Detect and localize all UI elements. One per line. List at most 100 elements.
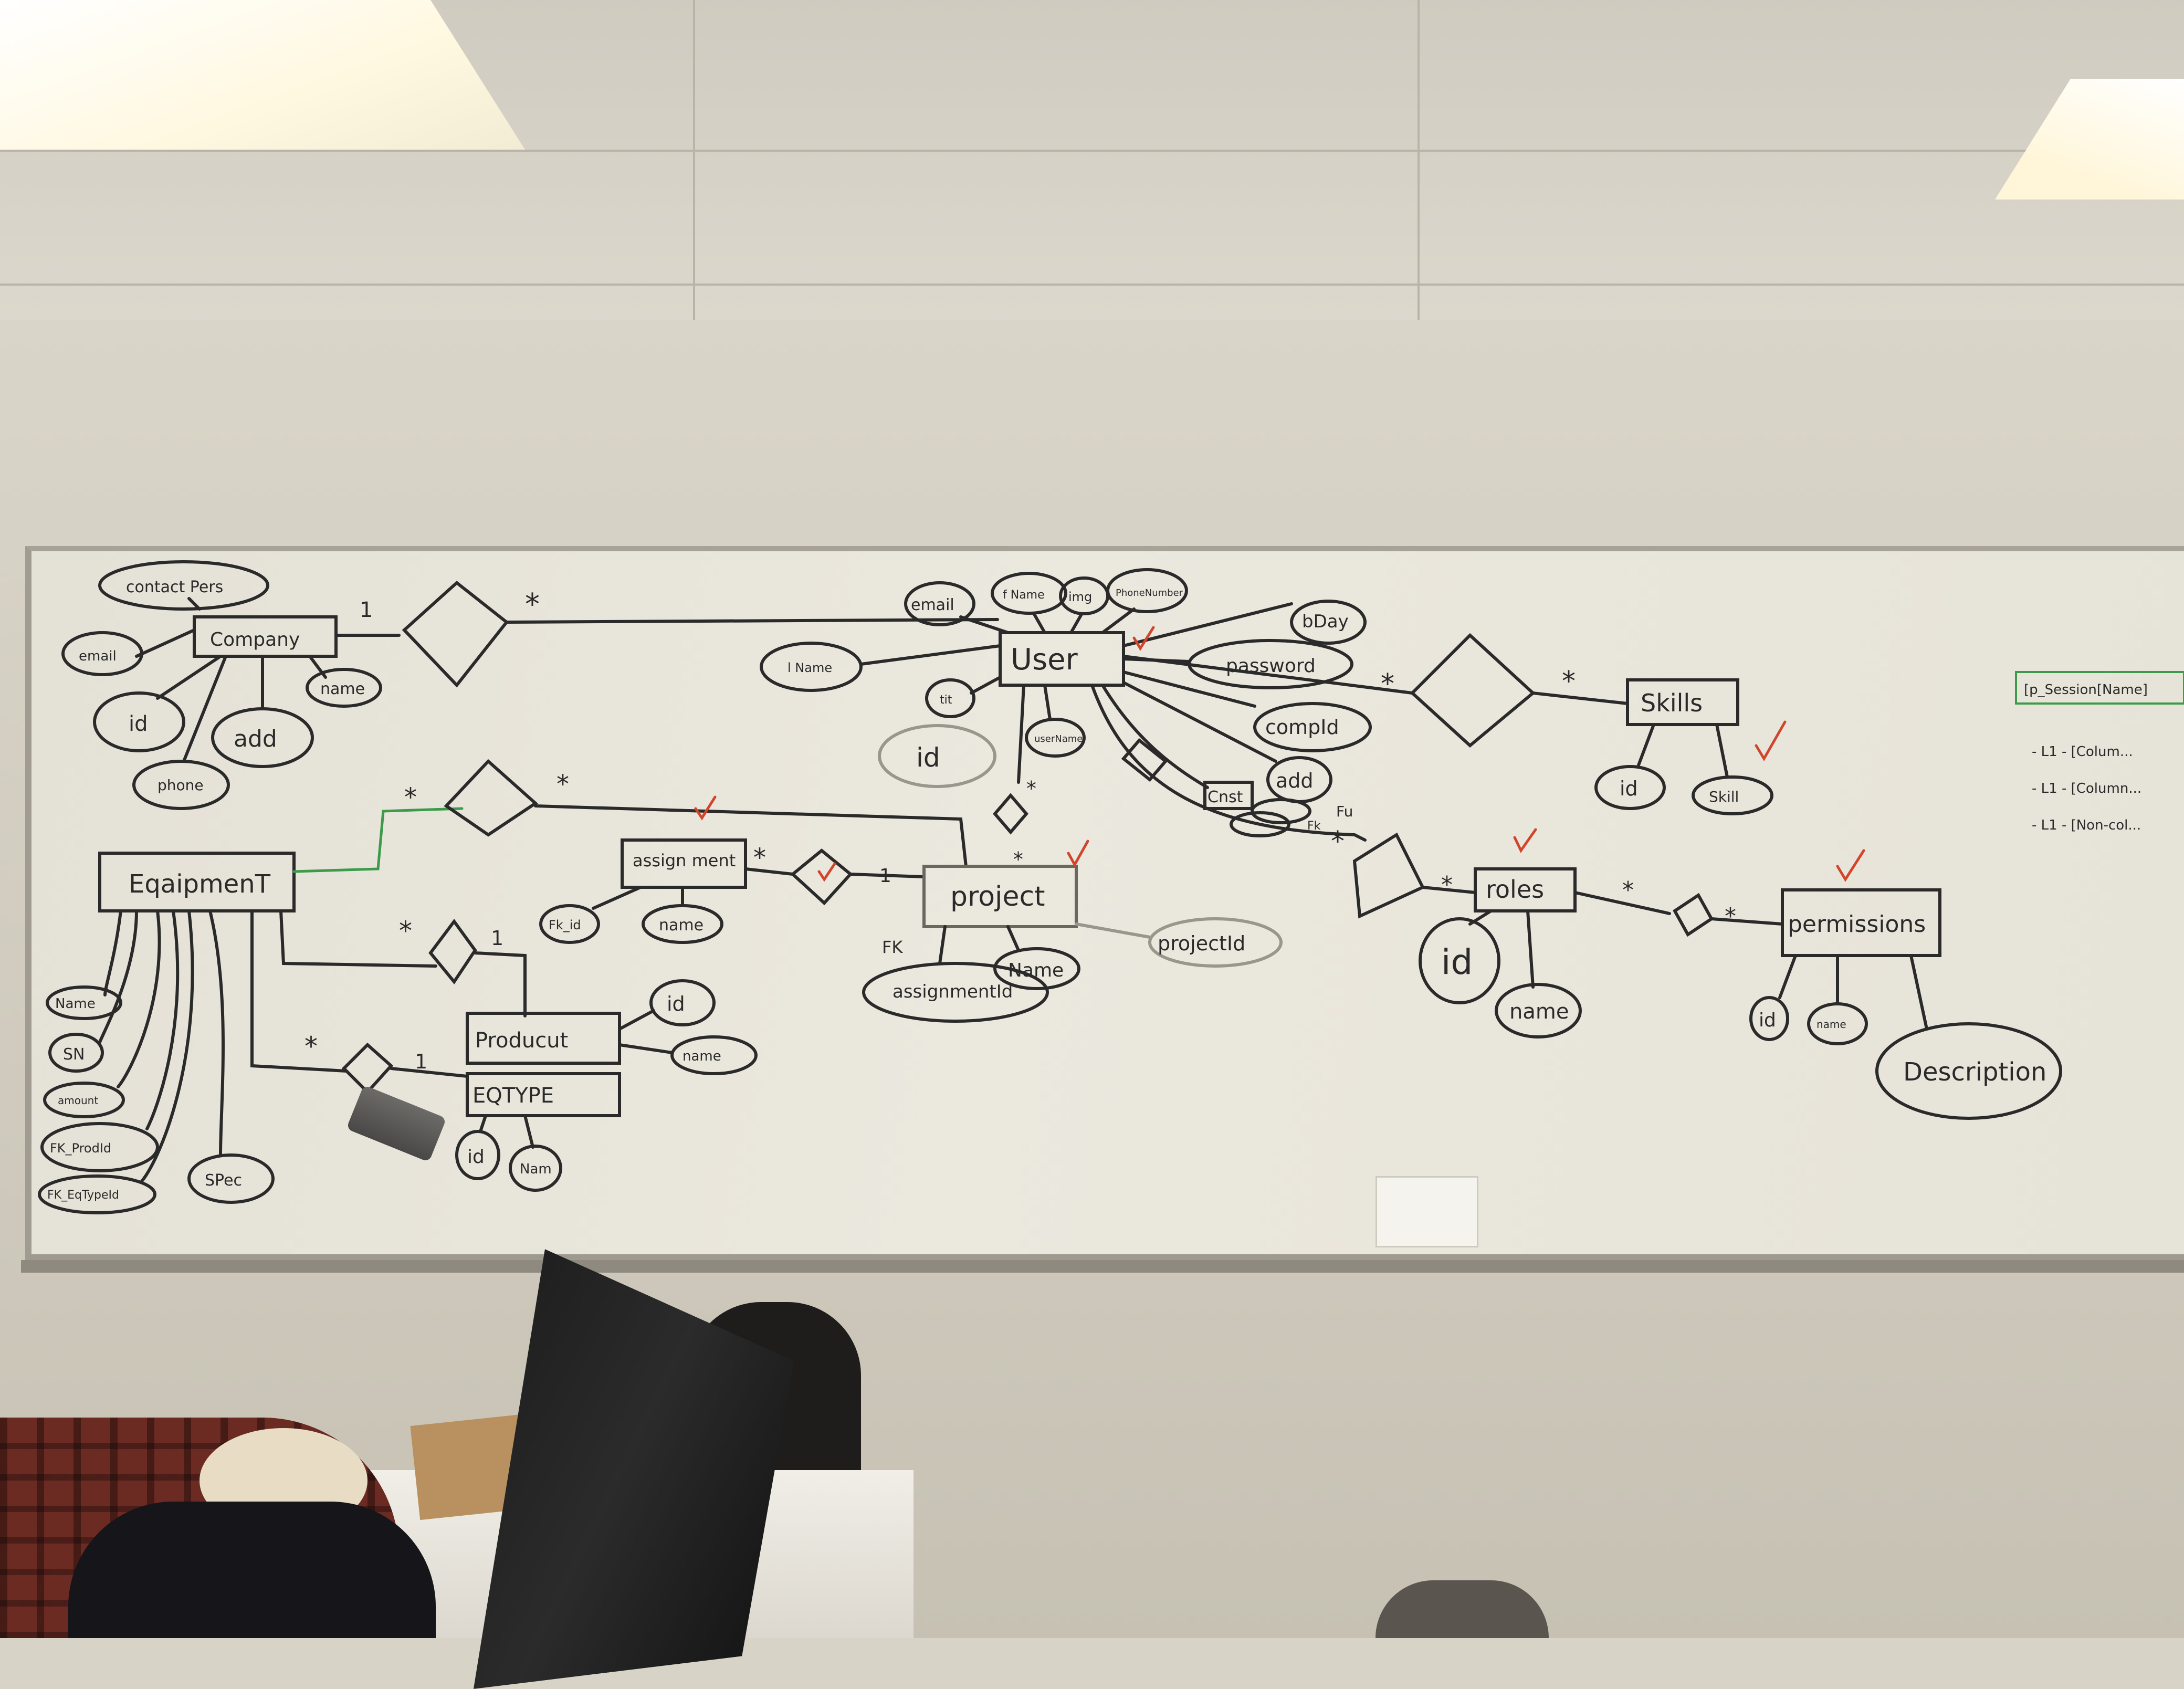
side-note: - L1 - [Column... — [2032, 781, 2141, 796]
attr-label: id — [467, 1146, 485, 1168]
cardinality-label: * — [1725, 903, 1736, 930]
attr-nam — [509, 1145, 562, 1192]
attr-label: email — [79, 648, 117, 664]
entity-skills: Skills — [1626, 678, 1739, 726]
cardinality-label: * — [1381, 668, 1394, 700]
cardinality-label: 1 — [491, 927, 503, 950]
attr-fk-id — [539, 904, 600, 944]
relationship-diamond — [1352, 832, 1425, 919]
entity-user: User — [999, 631, 1125, 687]
rel-line — [744, 867, 794, 876]
entity-const: Cnst — [1203, 781, 1254, 810]
svg-text:permissions: permissions — [1788, 911, 1926, 938]
attr-label: img — [1068, 590, 1092, 604]
attr-id — [1594, 765, 1666, 810]
attr-label: add — [1276, 769, 1314, 792]
attr-label: Nam — [520, 1161, 552, 1177]
svg-text:Company: Company — [210, 629, 300, 651]
attr-label: SPec — [205, 1171, 242, 1190]
side-note: [p_Session[Name] — [2024, 682, 2148, 698]
cardinality-label: * — [753, 843, 766, 873]
relationship-diamond — [1121, 738, 1168, 782]
relationship-diamond — [444, 759, 538, 837]
attr-fname — [991, 572, 1067, 615]
attr-name — [670, 1035, 758, 1075]
attr-label: bDay — [1302, 611, 1349, 632]
attr-label: FK_EqTypeId — [47, 1189, 119, 1202]
attr-small — [1230, 811, 1290, 837]
ceiling-grid-line — [693, 0, 695, 320]
attr-label: assignmentId — [892, 981, 1013, 1002]
attr-label: userName — [1034, 733, 1083, 744]
attr-label: Name — [55, 996, 96, 1012]
entity-equipment: EqaipmenT — [98, 852, 296, 912]
cardinality-label: * — [399, 916, 412, 946]
attr-tit — [925, 678, 975, 718]
attr-label: name — [659, 916, 704, 935]
attr-name — [1495, 983, 1582, 1038]
attr-label: name — [1509, 1000, 1569, 1024]
attr-phone — [132, 760, 230, 810]
relationship-diamond — [1410, 633, 1536, 748]
cardinality-label: FK — [882, 937, 903, 957]
entity-eqtype: EQTYPE — [466, 1072, 621, 1117]
attr-label: id — [129, 712, 148, 736]
cardinality-label: * — [1026, 777, 1036, 800]
attr-label: Name — [1008, 960, 1064, 981]
attr-label: name — [1816, 1018, 1846, 1031]
attr-label: password — [1226, 655, 1316, 677]
rel-line — [474, 951, 527, 1017]
attr-username — [1025, 718, 1086, 758]
check-mark — [1755, 720, 1787, 761]
attr-project-id — [1148, 917, 1283, 968]
attr-phone-number — [1106, 568, 1188, 613]
ceiling-grid-line — [1418, 0, 1420, 320]
attr-id — [878, 724, 996, 788]
side-note: - L1 - [Non-col... — [2032, 817, 2141, 833]
cardinality-label: 1 — [360, 598, 373, 622]
relationship-diamond — [993, 793, 1028, 835]
attr-label: phone — [158, 777, 204, 794]
attr-label: name — [682, 1048, 721, 1064]
attr-label: Description — [1903, 1057, 2046, 1087]
svg-text:project: project — [950, 881, 1045, 912]
rel-line — [1421, 886, 1477, 894]
rel-line — [1531, 691, 1629, 705]
attr-label: email — [911, 596, 954, 614]
attr-name — [993, 947, 1080, 990]
attr-skill — [1692, 775, 1773, 815]
whiteboard-tray — [21, 1260, 2184, 1273]
cardinality-label: * — [404, 783, 417, 812]
relationship-diamond — [790, 848, 853, 906]
attr-label: id — [1759, 1010, 1776, 1031]
attr-label: Fk_id — [549, 918, 581, 932]
rel-line — [279, 909, 437, 968]
attr-fk-prodid — [40, 1122, 159, 1172]
er-diagram: Company contact Pers email id add name p… — [38, 560, 2184, 1214]
relationship-diamond — [341, 1042, 394, 1095]
attr-label: id — [1441, 942, 1473, 982]
dark-coat — [68, 1502, 436, 1638]
attr-id — [93, 691, 185, 752]
cardinality-label: Fu — [1336, 803, 1353, 820]
attr-id — [1419, 917, 1500, 1004]
ceiling — [0, 0, 2184, 320]
attr-id — [455, 1130, 500, 1180]
attr-amount — [43, 1082, 125, 1118]
rel-line — [534, 804, 968, 868]
relationship-diamond — [402, 581, 509, 688]
svg-text:User: User — [1011, 643, 1078, 677]
cardinality-label: 1 — [879, 865, 891, 887]
rel-line — [1090, 684, 1367, 842]
check-mark — [1067, 840, 1089, 868]
relationship-diamond — [1673, 893, 1714, 937]
rel-line — [1710, 917, 1784, 926]
cardinality-label: * — [1331, 826, 1345, 857]
ceiling-grid-line — [0, 284, 2184, 286]
attr-label: name — [320, 680, 365, 698]
rel-line — [1101, 684, 1209, 789]
attr-name — [46, 985, 122, 1020]
attr-spec — [187, 1153, 275, 1204]
cardinality-label: * — [1562, 666, 1576, 697]
attr-label: Skill — [1709, 788, 1739, 805]
